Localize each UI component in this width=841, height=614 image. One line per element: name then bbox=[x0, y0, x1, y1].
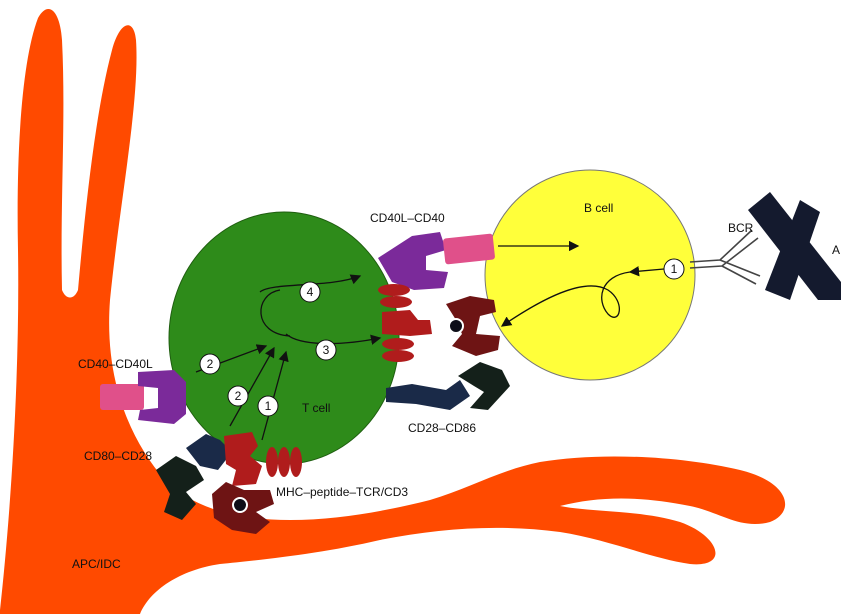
cd80-cd28-label: CD80–CD28 bbox=[84, 449, 152, 463]
step-circle-2a: 2 bbox=[200, 354, 220, 374]
step-number-4: 4 bbox=[307, 285, 314, 299]
peptide-apc bbox=[233, 498, 247, 512]
t-cell-label: T cell bbox=[302, 401, 330, 415]
apc-label: APC/IDC bbox=[72, 557, 121, 571]
t-cell-shape bbox=[169, 212, 399, 464]
step-number-3: 3 bbox=[323, 343, 330, 357]
cd40l-top-shape bbox=[378, 232, 448, 290]
cd40-top-shape bbox=[443, 233, 495, 264]
step-number-1b: 1 bbox=[671, 262, 678, 276]
cd40-left-shape bbox=[100, 384, 144, 410]
step-number-2b: 2 bbox=[235, 389, 242, 403]
cd28-cd86-label: CD28–CD86 bbox=[408, 421, 476, 435]
peptide-bcell bbox=[449, 319, 463, 333]
antigen-shape bbox=[748, 192, 841, 300]
cd40-cd40l-label: CD40–CD40L bbox=[78, 357, 153, 371]
step-number-2a: 2 bbox=[207, 357, 214, 371]
step-circle-1t: 1 bbox=[258, 396, 278, 416]
bcr-receptor bbox=[690, 230, 760, 284]
step-circle-4: 4 bbox=[300, 282, 320, 302]
mhc-tcr-label: MHC–peptide–TCR/CD3 bbox=[276, 485, 408, 499]
cd40l-cd40-label: CD40L–CD40 bbox=[370, 211, 445, 225]
cd28-right-shape bbox=[386, 380, 470, 410]
step-number-1t: 1 bbox=[265, 399, 272, 413]
bcr-label: BCR bbox=[728, 221, 754, 235]
antigen-label: A bbox=[832, 243, 840, 257]
b-cell-label: B cell bbox=[584, 201, 613, 215]
step-circle-1b: 1 bbox=[664, 259, 684, 279]
cd40l-left-shape bbox=[138, 370, 186, 424]
cd86-shape bbox=[458, 362, 510, 410]
step-circle-2b: 2 bbox=[228, 386, 248, 406]
step-circle-3: 3 bbox=[316, 340, 336, 360]
